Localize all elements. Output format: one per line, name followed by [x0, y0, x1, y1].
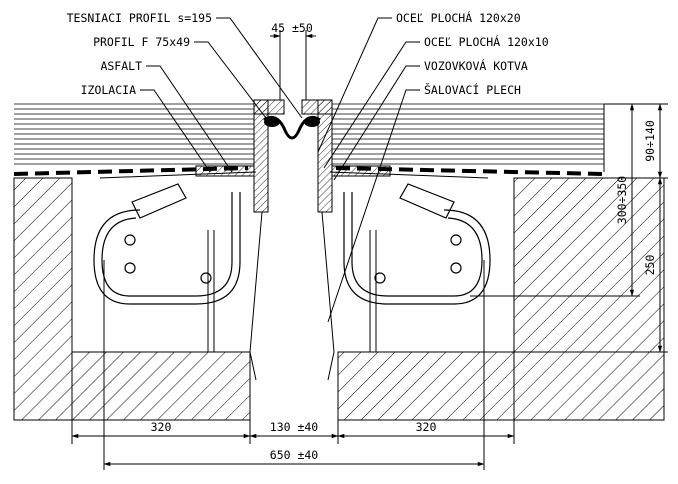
dim-bottom-center: 130 ±40 [270, 420, 319, 434]
label-road-anchor: VOZOVKOVÁ KOTVA [424, 58, 528, 73]
concrete-left [13, 177, 251, 421]
dim-bottom-right: 320 [416, 420, 437, 434]
label-formwork-sheet: ŠALOVACÍ PLECH [424, 82, 521, 97]
label-profile-f: PROFIL F 75x49 [93, 35, 190, 49]
asphalt-right [332, 103, 604, 165]
label-flat-steel-120x10: OCEĽ PLOCHÁ 120x10 [424, 34, 549, 49]
steel-profile-left [195, 99, 285, 213]
bottom-dimensions [71, 352, 515, 470]
anchor-block-right [329, 171, 515, 353]
dim-top-gap: 45 ±50 [271, 21, 313, 35]
dim-right-top: 90÷140 [643, 120, 657, 162]
asphalt-left [14, 103, 254, 165]
road-anchor-right [343, 183, 491, 305]
sealing-profile [263, 115, 321, 140]
label-flat-steel-120x20: OCEĽ PLOCHÁ 120x20 [396, 10, 521, 25]
dim-bottom-total: 650 ±40 [270, 448, 319, 462]
formwork-sheet [249, 211, 335, 381]
anchor-block-left [71, 171, 257, 353]
top-dimension [270, 30, 316, 100]
label-asphalt: ASFALT [100, 59, 142, 73]
leader-lines [140, 17, 420, 323]
dim-right-mid: 300÷350 [615, 176, 629, 225]
road-anchor-left [93, 183, 241, 305]
dim-bottom-left: 320 [151, 420, 172, 434]
dim-right-low: 250 [643, 255, 657, 276]
right-dimensions [338, 103, 668, 353]
label-insulation: IZOLACIA [81, 83, 136, 97]
label-sealing-profile: TESNIACI PROFIL s=195 [67, 11, 212, 25]
